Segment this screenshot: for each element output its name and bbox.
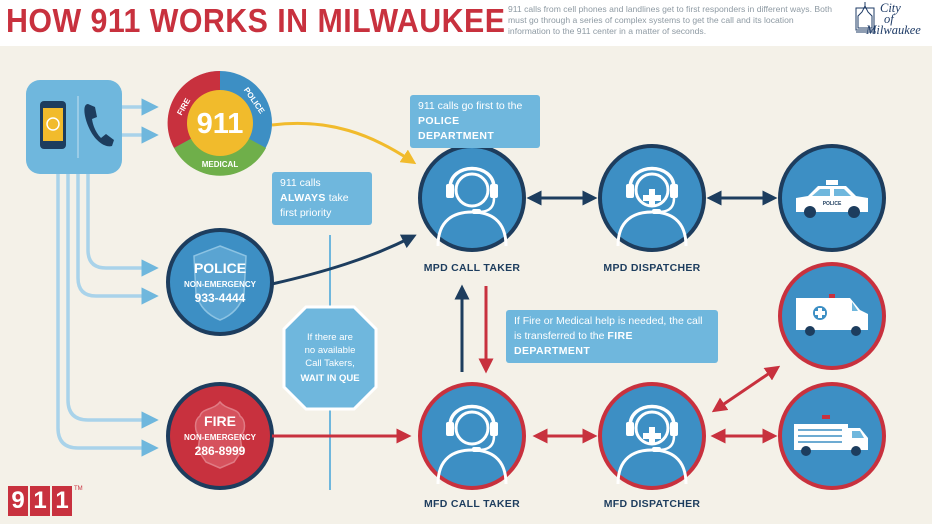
callout-priority-text-post: take first priority <box>280 192 349 219</box>
connector-arrow <box>271 234 417 286</box>
wait-sign-line: Call Takers, <box>305 358 354 369</box>
city-logo-line: Milwaukee <box>866 23 921 37</box>
police-car-text: POLICE <box>823 201 842 207</box>
wait-sign-bold: WAIT IN QUE <box>300 373 359 384</box>
police-nonemergency-number: 933-4444 <box>195 291 246 305</box>
page-subtitle: 911 calls from cell phones and landlines… <box>508 4 833 36</box>
label-mfd-dispatcher: MFD DISPATCHER <box>603 498 701 510</box>
cellphone-icon <box>40 101 66 149</box>
mfd-dispatcher-node <box>598 382 706 490</box>
connector-line <box>76 168 159 305</box>
emblem-911: 911 FIRE POLICE MEDICAL <box>167 70 272 176</box>
footer-logo-tm: TM <box>74 486 83 492</box>
footer-logo-digit: 1 <box>52 486 72 516</box>
fire-nonemergency-node: FIRE NON-EMERGENCY 286-8999 <box>166 382 274 490</box>
police-car-icon: POLICE <box>796 180 868 218</box>
police-nonemergency-name: POLICE <box>194 260 246 276</box>
callout-police-first: 911 calls go first to the POLICE DEPARTM… <box>410 95 540 148</box>
connector-line <box>66 168 159 429</box>
mfd-call-taker-node <box>418 382 526 490</box>
fire-nonemergency-number: 286-8999 <box>195 444 246 458</box>
fire-truck-node <box>778 382 886 490</box>
police-nonemergency-label: NON-EMERGENCY <box>184 280 257 289</box>
city-logo-line: City <box>880 1 901 15</box>
footer-logo-digit: 1 <box>30 486 50 516</box>
connector-line <box>86 168 159 277</box>
ambulance-node <box>778 262 886 370</box>
ambulance-icon <box>796 294 868 336</box>
callout-priority-text: 911 calls <box>280 177 321 189</box>
city-logo-text: City of Milwaukee <box>866 1 921 37</box>
fire-truck-icon <box>794 415 868 456</box>
police-car-node: POLICE <box>778 144 886 252</box>
page-title: HOW 911 WORKS IN MILWAUKEE <box>6 2 506 39</box>
emblem-number: 911 <box>197 108 244 140</box>
label-mfd-call-taker: MFD CALL TAKER <box>424 498 520 510</box>
callout-police-first-bold: POLICE DEPARTMENT <box>418 115 495 142</box>
callout-transfer: If Fire or Medical help is needed, the c… <box>506 310 718 363</box>
police-nonemergency-node: POLICE NON-EMERGENCY 933-4444 <box>166 228 274 336</box>
callout-priority: 911 calls ALWAYS take first priority <box>272 172 372 225</box>
callout-transfer-bold: FIRE DEPARTMENT <box>514 330 633 357</box>
fire-nonemergency-label: NON-EMERGENCY <box>184 433 257 442</box>
city-logo-line: of <box>884 12 894 26</box>
wait-sign-line: no available <box>305 345 356 356</box>
city-emblem-icon <box>855 2 876 33</box>
label-mpd-call-taker: MPD CALL TAKER <box>423 262 521 274</box>
mpd-call-taker-node <box>418 144 526 252</box>
connector-arrow <box>271 121 417 165</box>
emblem-segment-medical: MEDICAL <box>202 160 239 169</box>
connector-line <box>56 168 159 457</box>
fire-nonemergency-name: FIRE <box>204 413 236 429</box>
header-bar <box>0 0 932 46</box>
footer-logo-digit: 9 <box>8 486 28 516</box>
callout-police-first-text: 911 calls go first to the <box>418 100 523 112</box>
callout-priority-bold: ALWAYS <box>280 192 326 204</box>
wait-in-queue-sign: If there are no available Call Takers, W… <box>282 305 378 411</box>
mpd-dispatcher-node <box>598 144 706 252</box>
callout-transfer-text: If Fire or Medical help is needed, the c… <box>514 315 703 342</box>
wait-sign-line: If there are <box>307 332 353 343</box>
connector-arrow <box>711 365 781 413</box>
landline-phone-icon <box>84 104 114 147</box>
label-mpd-dispatcher: MPD DISPATCHER <box>603 262 701 274</box>
